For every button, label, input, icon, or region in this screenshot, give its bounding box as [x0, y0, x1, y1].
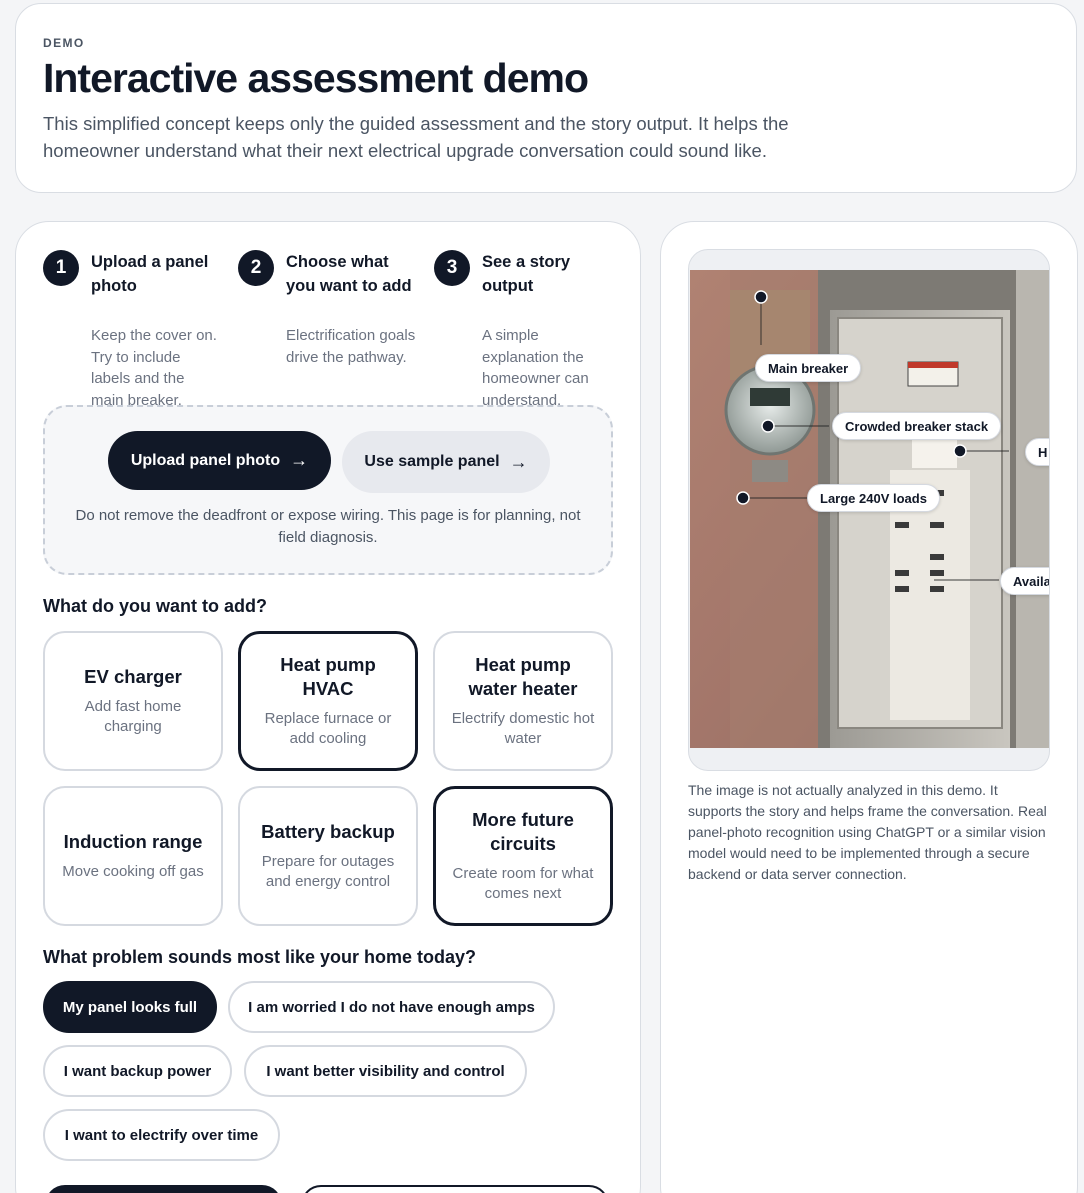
upload-button-label: Upload panel photo: [130, 451, 281, 469]
goals-heading: What do you want to add?: [43, 596, 267, 616]
problems-heading: What problem sounds most like your home …: [43, 947, 477, 967]
goal-description: Create room for what comes next: [452, 865, 594, 902]
goal-title: Heat pump water heater: [468, 654, 578, 699]
page-description: This simplified concept keeps only the g…: [43, 113, 789, 161]
upload-photo-button[interactable]: Upload panel photo →: [108, 431, 331, 490]
goal-induction-range[interactable]: Induction range Move cooking off gas: [43, 786, 223, 926]
goal-title: Heat pump HVAC: [280, 654, 376, 699]
photo-card: Main breaker Crowded breaker stack H Lar…: [660, 221, 1078, 1193]
label-clipped-available[interactable]: Availa: [1000, 567, 1049, 595]
goal-battery-backup[interactable]: Battery backup Prepare for outages and e…: [238, 786, 418, 926]
goal-title: EV charger: [84, 666, 182, 687]
safety-note: Do not remove the deadfront or expose wi…: [75, 507, 581, 546]
eyebrow-label: DEMO: [43, 36, 85, 50]
problem-visibility-control[interactable]: I want better visibility and control: [244, 1045, 527, 1097]
arrow-right-icon: →: [509, 451, 528, 472]
step-description: Keep the cover on. Try to include labels…: [91, 327, 217, 409]
label-main-breaker[interactable]: Main breaker: [755, 354, 862, 382]
goal-more-future-circuits[interactable]: More future circuits Create room for wha…: [433, 786, 613, 926]
problem-electrify-over-time[interactable]: I want to electrify over time: [43, 1109, 280, 1161]
pin-dot: [953, 444, 967, 458]
step-title: Choose what you want to add: [286, 253, 412, 295]
problem-panel-full[interactable]: My panel looks full: [43, 981, 217, 1033]
step-description: Electrification goals drive the pathway.: [286, 327, 416, 366]
page-title: Interactive assessment demo: [43, 55, 589, 101]
assessment-card: 1 Upload a panel photo Keep the cover on…: [15, 221, 641, 1193]
goal-description: Prepare for outages and energy control: [261, 853, 395, 890]
panel-photo-frame: Main breaker Crowded breaker stack H Lar…: [688, 249, 1050, 771]
sample-button-label: Use sample panel: [364, 453, 500, 470]
sample-panel-button[interactable]: Use sample panel →: [342, 431, 550, 493]
goal-description: Add fast home charging: [84, 698, 182, 735]
step-description: A simple explanation the homeowner can u…: [482, 327, 589, 409]
step-number-badge: 3: [434, 250, 470, 286]
step-number-badge: 2: [238, 250, 274, 286]
goal-description: Replace furnace or add cooling: [264, 710, 392, 747]
goal-title: More future circuits: [472, 809, 574, 854]
problem-not-enough-amps[interactable]: I am worried I do not have enough amps: [228, 981, 555, 1033]
pin-dot: [761, 419, 775, 433]
primary-action-button[interactable]: [45, 1185, 282, 1193]
secondary-action-button[interactable]: [301, 1185, 609, 1193]
hero-card: DEMO Interactive assessment demo This si…: [15, 3, 1077, 193]
goal-heat-pump-hvac[interactable]: Heat pump HVAC Replace furnace or add co…: [238, 631, 418, 771]
goal-title: Battery backup: [261, 821, 395, 842]
goal-description: Electrify domestic hot water: [451, 710, 595, 747]
label-crowded-breaker-stack[interactable]: Crowded breaker stack: [832, 412, 1002, 440]
panel-photo: [690, 270, 1049, 748]
arrow-right-icon: →: [290, 450, 309, 470]
label-large-240v-loads[interactable]: Large 240V loads: [807, 484, 940, 512]
pin-dot: [754, 290, 768, 304]
pin-dot: [736, 491, 750, 505]
step-title: Upload a panel photo: [91, 253, 209, 295]
goal-description: Move cooking off gas: [62, 863, 204, 880]
callout-lines: [736, 290, 1009, 581]
step-title: See a story output: [482, 253, 571, 295]
goal-title: Induction range: [63, 831, 203, 852]
photo-caption: The image is not actually analyzed in th…: [688, 782, 1047, 882]
goal-heat-pump-water-heater[interactable]: Heat pump water heater Electrify domesti…: [433, 631, 613, 771]
goal-ev-charger[interactable]: EV charger Add fast home charging: [43, 631, 223, 771]
problem-backup-power[interactable]: I want backup power: [43, 1045, 232, 1097]
label-clipped-h[interactable]: H: [1025, 438, 1049, 466]
step-number-badge: 1: [43, 250, 79, 286]
upload-dropzone[interactable]: Upload panel photo → Use sample panel → …: [43, 405, 613, 575]
